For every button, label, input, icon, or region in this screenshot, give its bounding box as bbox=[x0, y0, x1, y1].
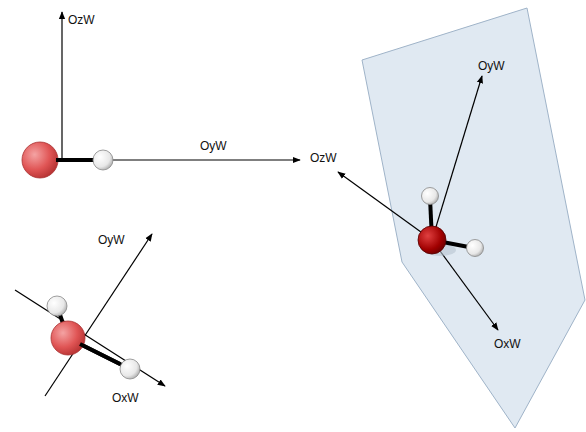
side-view bbox=[22, 12, 300, 178]
axis-label: OxW bbox=[494, 338, 521, 350]
axis-label: OyW bbox=[200, 140, 227, 152]
perspective-view bbox=[338, 8, 585, 428]
top-view bbox=[15, 234, 165, 396]
axis-label: OxW bbox=[112, 392, 139, 404]
axis-label: OzW bbox=[68, 14, 95, 26]
axis-label: OyW bbox=[98, 234, 125, 246]
axis-label: OzW bbox=[310, 152, 337, 164]
axis-label: OyW bbox=[478, 60, 505, 72]
